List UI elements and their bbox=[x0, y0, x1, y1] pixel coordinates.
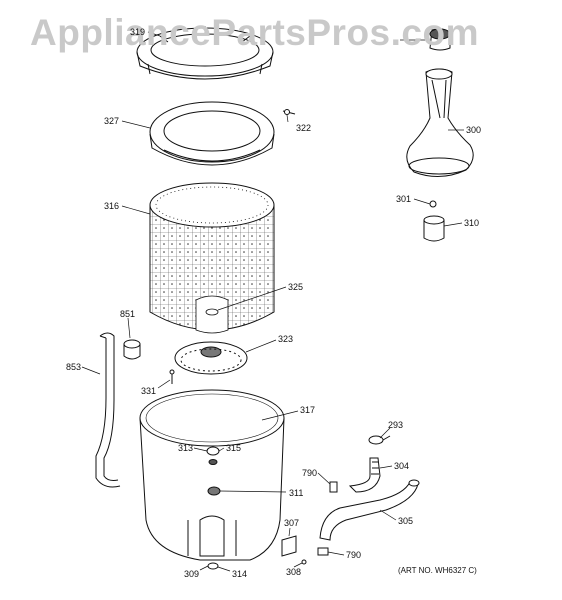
wash-basket-part[interactable] bbox=[149, 182, 275, 334]
screw-322-part[interactable] bbox=[282, 109, 296, 115]
callout-331[interactable]: 331 bbox=[141, 386, 157, 396]
callout-307[interactable]: 307 bbox=[284, 518, 300, 528]
callout-315[interactable]: 315 bbox=[226, 443, 242, 453]
clamp-293-part[interactable] bbox=[368, 435, 391, 445]
pump-hose-part[interactable] bbox=[348, 457, 381, 493]
bolt-301-part[interactable] bbox=[429, 200, 437, 208]
leader-lines bbox=[81, 31, 464, 572]
callout-300[interactable]: 300 bbox=[466, 125, 482, 135]
callout-853[interactable]: 853 bbox=[66, 362, 82, 372]
callout-790-upper[interactable]: 790 bbox=[302, 468, 318, 478]
siphon-hose-part[interactable] bbox=[95, 332, 121, 488]
callout-851[interactable]: 851 bbox=[120, 309, 136, 319]
callout-310[interactable]: 310 bbox=[464, 218, 480, 228]
bracket-307-part[interactable] bbox=[281, 535, 297, 557]
callout-327[interactable]: 327 bbox=[104, 116, 120, 126]
callout-308[interactable]: 308 bbox=[286, 567, 302, 577]
tub-cover-part[interactable] bbox=[136, 26, 274, 80]
screw-308-part[interactable] bbox=[301, 559, 307, 565]
callout-305[interactable]: 305 bbox=[398, 516, 414, 526]
callout-323[interactable]: 323 bbox=[278, 334, 294, 344]
callout-317[interactable]: 317 bbox=[300, 405, 316, 415]
drain-hose-part[interactable] bbox=[319, 479, 420, 541]
callout-311[interactable]: 311 bbox=[289, 488, 304, 498]
outer-tub-part[interactable] bbox=[139, 389, 285, 570]
callout-314[interactable]: 314 bbox=[232, 569, 248, 579]
clip-790-upper-part[interactable] bbox=[329, 481, 338, 493]
clip-790-lower-part[interactable] bbox=[317, 547, 329, 556]
callout-790-lower[interactable]: 790 bbox=[346, 550, 362, 560]
callout-322[interactable]: 322 bbox=[296, 123, 312, 133]
nut-851-part[interactable] bbox=[123, 339, 141, 360]
callout-301[interactable]: 301 bbox=[396, 194, 412, 204]
callout-309[interactable]: 309 bbox=[184, 569, 200, 579]
callout-325[interactable]: 325 bbox=[288, 282, 304, 292]
callout-293[interactable]: 293 bbox=[388, 420, 404, 430]
drive-bell-part[interactable] bbox=[423, 215, 445, 242]
hub-plate-part[interactable] bbox=[174, 341, 248, 375]
callout-313[interactable]: 313 bbox=[178, 443, 194, 453]
callout-316[interactable]: 316 bbox=[104, 201, 120, 211]
callout-319[interactable]: 319 bbox=[130, 27, 146, 37]
agitator-part[interactable] bbox=[406, 28, 474, 177]
art-number: (ART NO. WH6327 C) bbox=[398, 566, 477, 575]
callout-304[interactable]: 304 bbox=[394, 461, 410, 471]
balance-ring-part[interactable] bbox=[149, 101, 275, 166]
screw-331-part[interactable] bbox=[169, 369, 175, 384]
